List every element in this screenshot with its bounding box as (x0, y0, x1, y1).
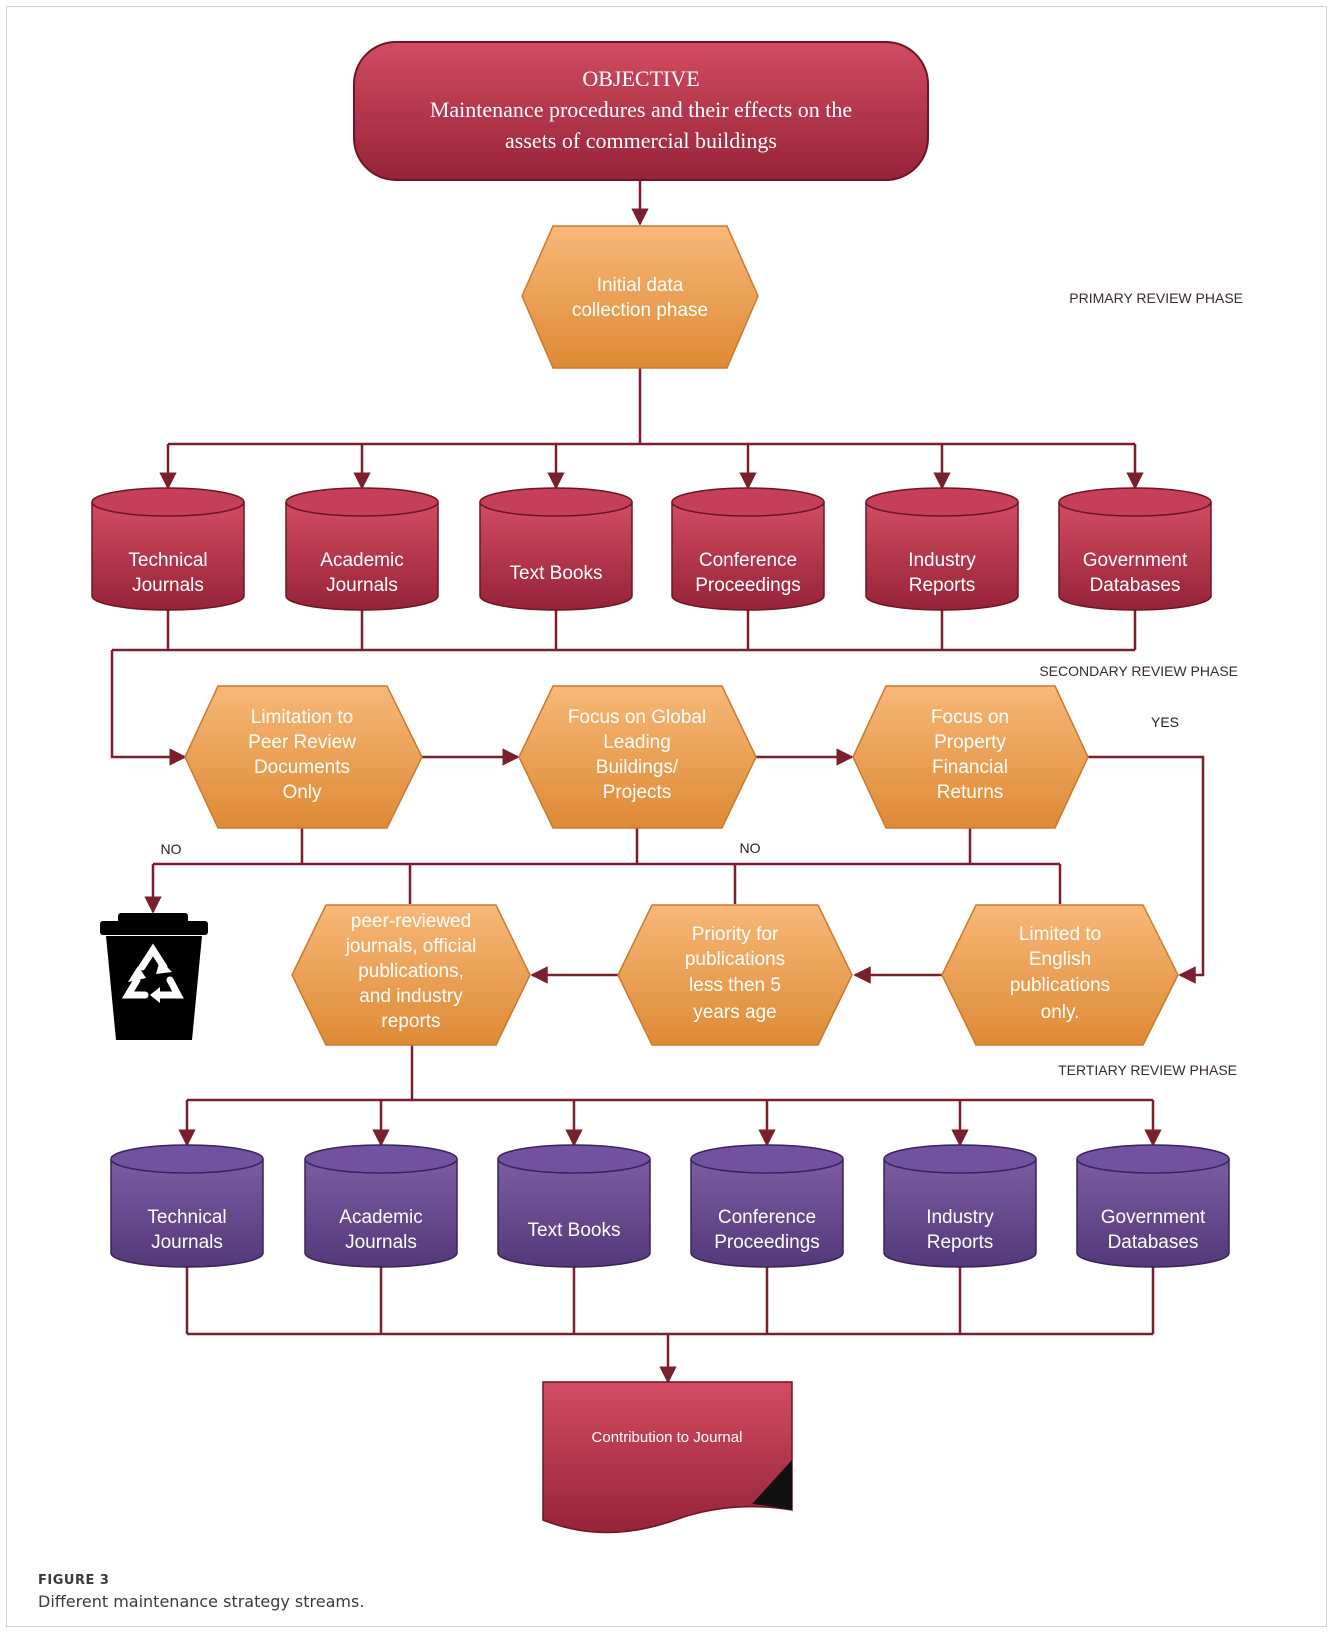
tertiary-source-label: Conference (718, 1207, 816, 1228)
primary-source-industry-reports: Industry Reports (865, 487, 1019, 611)
filter-label: Financial (932, 757, 1008, 778)
primary-source-label: Journals (326, 575, 398, 596)
tertiary-source-technical-journals: Technical Journals (110, 1144, 264, 1268)
filter-label: Limited to (1019, 924, 1101, 945)
connector (300, 828, 972, 864)
filter-label: years age (693, 1002, 776, 1023)
figure-label: FIGURE 3 (38, 1573, 110, 1588)
primary-source-text-books: Text Books (479, 487, 633, 611)
primary-source-label: Text Books (510, 563, 603, 584)
tertiary-source-label: Databases (1108, 1232, 1199, 1253)
filter-label: peer-reviewed (351, 911, 471, 932)
primary-source-label: Technical (128, 550, 207, 571)
objective-heading: OBJECTIVE (582, 66, 699, 91)
filter-global-leading-buildings: Focus on Global Leading Buildings/ Proje… (518, 685, 757, 829)
objective-line-1: Maintenance procedures and their effects… (430, 97, 852, 122)
initial-line-1: Initial data (597, 275, 684, 296)
connector (166, 608, 1137, 650)
tertiary-source-academic-journals: Academic Journals (304, 1144, 458, 1268)
connector (408, 864, 1062, 904)
filter-recent-publications: Priority for publications less then 5 ye… (617, 904, 853, 1046)
filter-label: and industry (359, 986, 463, 1007)
tertiary-source-label: Text Books (528, 1220, 621, 1241)
tertiary-source-label: Technical (147, 1207, 226, 1228)
primary-source-label: Reports (909, 575, 976, 596)
recycle-bin-icon (100, 913, 208, 1040)
filter-label: only. (1041, 1002, 1080, 1023)
contribution-document: Contribution to Journal (542, 1381, 793, 1534)
connector (1088, 755, 1205, 984)
primary-phase-label: PRIMARY REVIEW PHASE (1069, 290, 1243, 306)
primary-source-label: Databases (1090, 575, 1181, 596)
filter-label: Focus on Global (568, 707, 706, 728)
filter-label: Projects (603, 782, 672, 803)
primary-source-label: Government (1083, 550, 1188, 571)
tertiary-source-label: Academic (339, 1207, 422, 1228)
filter-label: publications, (358, 961, 464, 982)
tertiary-source-label: Reports (927, 1232, 994, 1253)
tertiary-source-label: Government (1101, 1207, 1206, 1228)
tertiary-source-label: Journals (345, 1232, 417, 1253)
filter-label: English (1029, 949, 1091, 970)
filter-label: publications (685, 949, 785, 970)
yes-label: YES (1151, 714, 1179, 730)
tertiary-source-label: Journals (151, 1232, 223, 1253)
initial-line-2: collection phase (572, 300, 708, 321)
initial-data-collection-hexagon: Initial data collection phase (521, 225, 759, 369)
filter-label: Returns (937, 782, 1004, 803)
filter-english-only: Limited to English publications only. (941, 904, 1179, 1046)
no-label-left: NO (161, 841, 182, 857)
tertiary-source-conference-proceedings: Conference Proceedings (690, 1144, 844, 1268)
filter-property-financial-returns: Focus on Property Financial Returns (852, 685, 1089, 829)
tertiary-source-government-databases: Government Databases (1076, 1144, 1230, 1268)
connector (185, 1265, 1155, 1334)
filter-peer-review-only: Limitation to Peer Review Documents Only (184, 685, 423, 829)
filter-label: less then 5 (689, 975, 781, 996)
filter-label: Priority for (692, 924, 779, 945)
figure-frame (6, 6, 1327, 1627)
primary-source-label: Conference (699, 550, 797, 571)
primary-source-label: Industry (908, 550, 976, 571)
tertiary-source-industry-reports: Industry Reports (883, 1144, 1037, 1268)
filter-label: Only (282, 782, 322, 803)
objective-box: OBJECTIVE Maintenance procedures and the… (353, 41, 929, 181)
filter-label: Focus on (931, 707, 1009, 728)
tertiary-source-text-books: Text Books (497, 1144, 651, 1268)
tertiary-source-label: Proceedings (714, 1232, 820, 1253)
connector (110, 650, 187, 766)
tertiary-source-label: Industry (926, 1207, 994, 1228)
primary-source-label: Proceedings (695, 575, 801, 596)
secondary-phase-label: SECONDARY REVIEW PHASE (1039, 663, 1238, 679)
filter-label: Documents (254, 757, 350, 778)
filter-label: Limitation to (251, 707, 353, 728)
filter-label: Leading (603, 732, 671, 753)
filter-label: Property (934, 732, 1006, 753)
objective-line-2: assets of commercial buildings (505, 128, 777, 153)
filter-label: Peer Review (248, 732, 356, 753)
primary-source-label: Academic (320, 550, 403, 571)
primary-source-label: Journals (132, 575, 204, 596)
filter-peer-reviewed-sources: peer-reviewed journals, official publica… (291, 904, 531, 1046)
figure-caption: Different maintenance strategy streams. (38, 1592, 365, 1611)
no-label-middle: NO (740, 840, 761, 856)
contribution-label: Contribution to Journal (592, 1429, 743, 1446)
primary-source-government-databases: Government Databases (1058, 487, 1212, 611)
filter-label: journals, official (345, 936, 477, 957)
filter-label: Buildings/ (596, 757, 679, 778)
tertiary-phase-label: TERTIARY REVIEW PHASE (1058, 1062, 1237, 1078)
filter-label: publications (1010, 975, 1110, 996)
primary-source-academic-journals: Academic Journals (285, 487, 439, 611)
filter-label: reports (381, 1011, 440, 1032)
primary-source-conference-proceedings: Conference Proceedings (671, 487, 825, 611)
primary-source-technical-journals: Technical Journals (91, 487, 245, 611)
